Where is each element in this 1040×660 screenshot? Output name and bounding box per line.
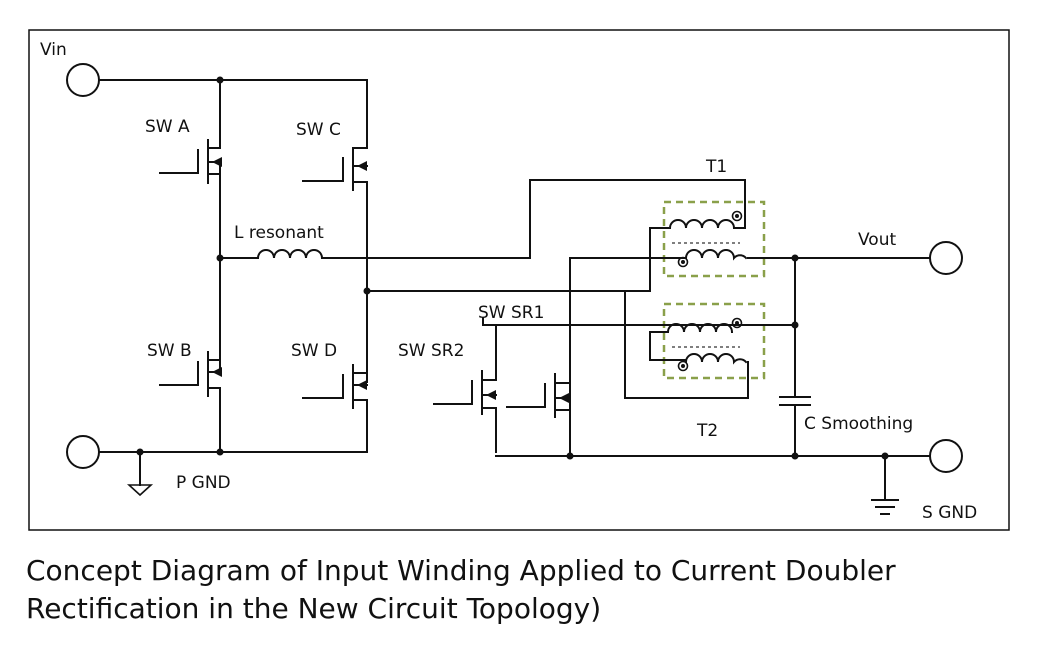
vin-rail — [99, 76, 368, 149]
sw-sr2-mosfet — [433, 324, 497, 453]
label-c-smoothing: C Smoothing — [804, 414, 913, 434]
sw-a-mosfet — [159, 139, 222, 184]
sw-d-mosfet — [302, 364, 368, 453]
label-s-gnd: S GND — [922, 503, 977, 523]
label-sw-sr1: SW SR1 — [478, 303, 544, 323]
s-gnd-symbol — [871, 499, 899, 515]
label-sw-c: SW C — [296, 120, 341, 140]
sw-sr1-mosfet — [506, 373, 571, 418]
vout-terminal — [929, 241, 963, 275]
sw-b-mosfet — [159, 351, 222, 453]
p-gnd-terminal — [66, 435, 100, 469]
p-gnd-symbol — [126, 484, 154, 497]
label-p-gnd: P GND — [176, 473, 231, 493]
t1-transformer — [662, 200, 766, 278]
label-sw-d: SW D — [291, 341, 337, 361]
s-gnd-rail — [495, 452, 931, 515]
label-t1: T1 — [705, 157, 727, 177]
vin-terminal — [66, 63, 100, 97]
label-sw-a: SW A — [145, 117, 190, 137]
label-sw-b: SW B — [147, 341, 192, 361]
sw-c-mosfet — [302, 147, 368, 191]
diagram-frame — [28, 29, 1010, 531]
figure-caption: Concept Diagram of Input Winding Applied… — [26, 554, 896, 625]
label-sw-sr2: SW SR2 — [398, 341, 464, 361]
s-gnd-terminal — [929, 439, 963, 473]
label-vin: Vin — [40, 40, 67, 60]
l-resonant-inductor — [256, 249, 324, 260]
label-vout: Vout — [858, 230, 896, 250]
label-l-resonant: L resonant — [234, 223, 324, 243]
circuit-diagram: Vin SW A SW C L resonant T1 Vout SW SR1 … — [28, 29, 1010, 531]
p-gnd-rail — [99, 448, 368, 497]
label-t2: T2 — [696, 421, 718, 441]
c-smoothing-capacitor — [779, 396, 811, 453]
